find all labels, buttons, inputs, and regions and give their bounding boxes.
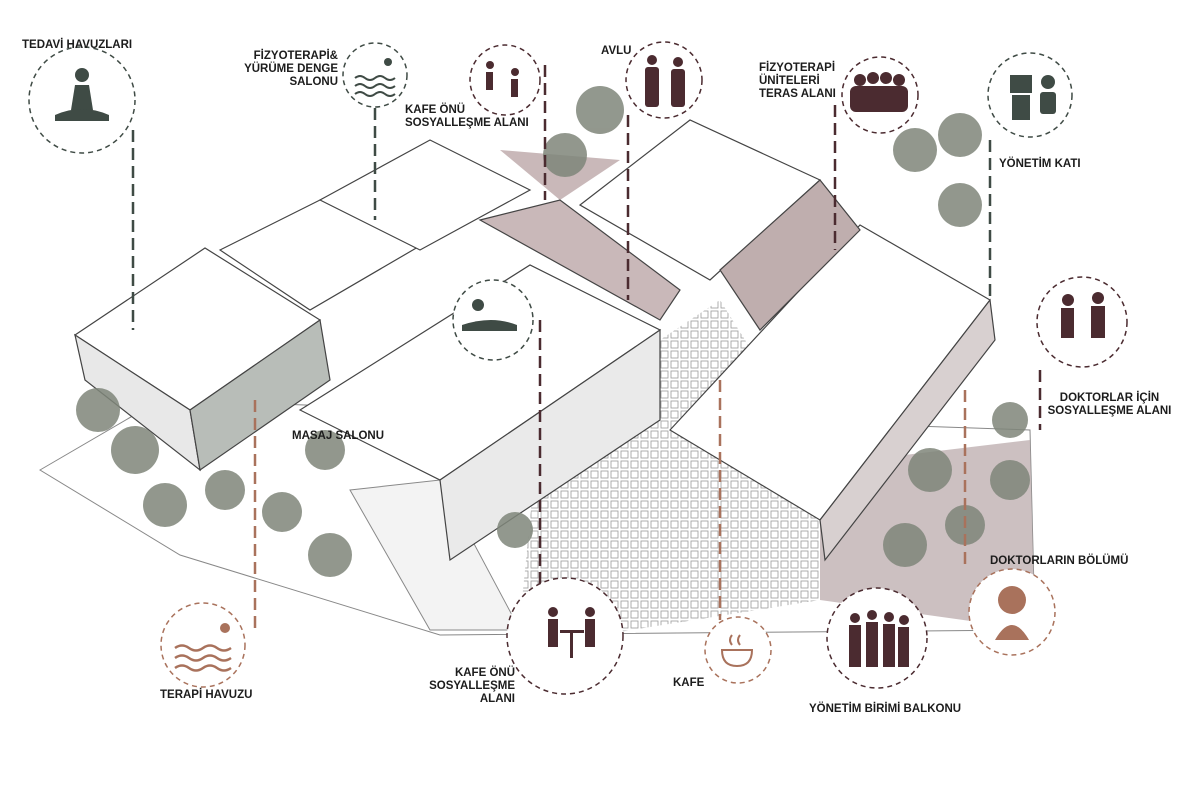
label-tedavi-havuzlari: TEDAVİ HAVUZLARI: [22, 39, 133, 51]
label-yonetim-kati: YÖNETİM KATI: [999, 158, 1081, 170]
label-doktorlarin-bolumu: DOKTORLARIN BÖLÜMÜ: [990, 555, 1129, 567]
label-fizyoterapi-teras: FİZYOTERAPİ ÜNİTELERİ TERAS ALANI: [759, 62, 836, 100]
label-avlu: AVLU: [601, 45, 632, 57]
doctors-talking-icon: [1036, 276, 1128, 368]
label-doktorlar-sosyal: DOKTORLAR İÇİN SOSYALLEŞME ALANI: [1047, 392, 1172, 417]
swimmer-pool-icon: [160, 602, 246, 688]
label-terapi-havuzu: TERAPİ HAVUZU: [160, 689, 253, 701]
leader-lines: [131, 65, 1042, 630]
swimmer-icon: [342, 42, 408, 108]
label-kafe-onu-top: KAFE ÖNÜ SOSYALLEŞME ALANI: [405, 104, 529, 129]
massage-icon: [452, 279, 534, 361]
label-fizyoterapi-yurume: FİZYOTERAPİ& YÜRÜME DENGE SALONU: [244, 50, 338, 88]
label-kafe-onu-bottom: KAFE ÖNÜ SOSYALLEŞME ALANI: [429, 667, 515, 705]
label-kafe: KAFE: [673, 677, 705, 689]
label-masaj-salonu: MASAJ SALONU: [292, 430, 385, 442]
label-yonetim-balkonu: YÖNETİM BİRİMİ BALKONU: [809, 703, 962, 715]
cafe-table-icon: [506, 577, 624, 695]
walking-people-icon: [625, 41, 703, 119]
buildings: [73, 119, 996, 562]
